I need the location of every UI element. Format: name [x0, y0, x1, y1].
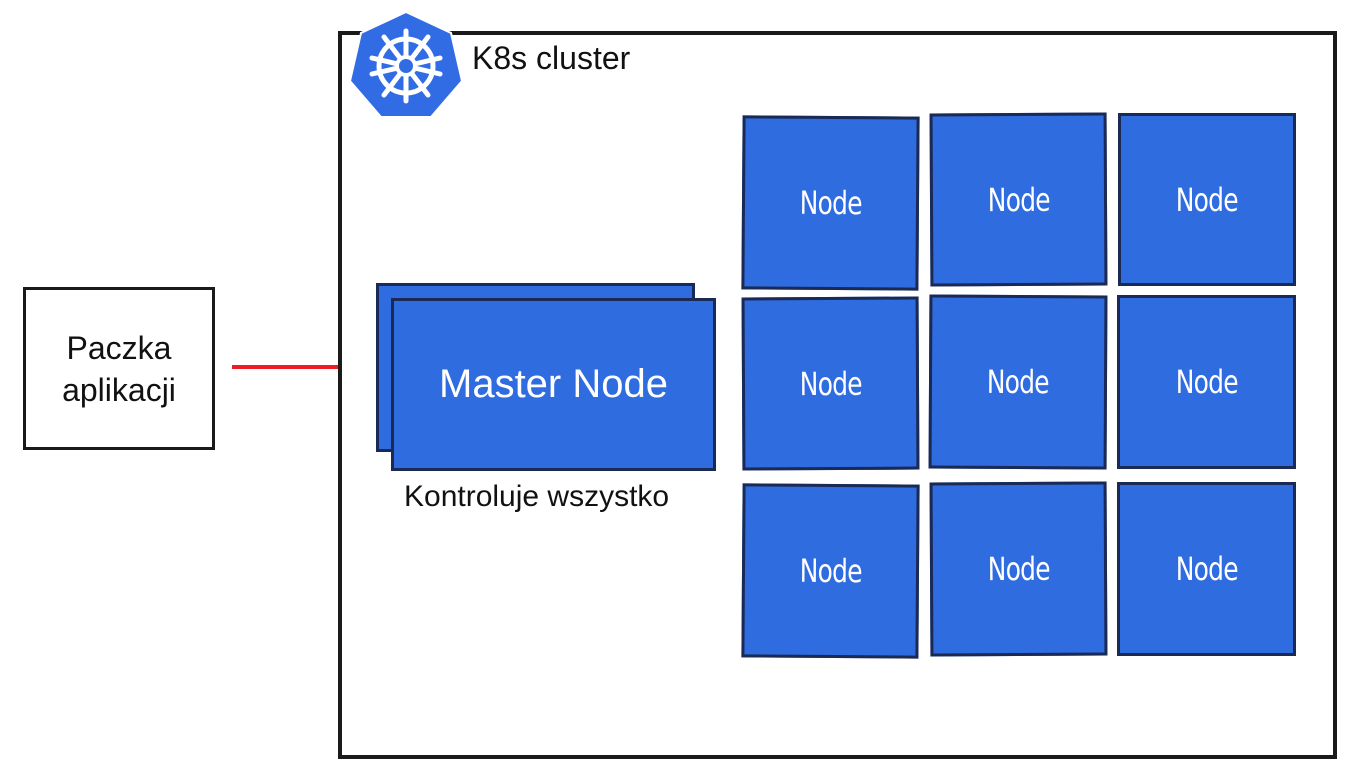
master-node: Master Node [391, 298, 716, 471]
worker-node-label: Node [799, 183, 862, 223]
worker-node-label: Node [1175, 180, 1239, 219]
worker-node-label: Node [799, 364, 862, 403]
worker-node-label: Node [1175, 363, 1238, 401]
worker-node: Node [928, 294, 1108, 470]
worker-node-label: Node [987, 180, 1050, 219]
package-label-line-1: Paczka [66, 329, 172, 366]
application-package-box: Paczka aplikacji [23, 287, 215, 450]
worker-node: Node [1118, 113, 1296, 286]
cluster-title: K8s cluster [472, 40, 631, 76]
worker-node: Node [741, 115, 920, 291]
worker-node-label: Node [1175, 550, 1238, 588]
worker-node-grid: Node Node Node Node Node Node Node Node … [741, 112, 1298, 660]
worker-node-label: Node [987, 549, 1050, 589]
worker-node-label: Node [799, 551, 862, 591]
kubernetes-helm-icon [348, 10, 464, 118]
master-node-label: Master Node [439, 362, 668, 406]
worker-node: Node [1117, 482, 1296, 656]
master-caption: Kontroluje wszystko [404, 480, 670, 513]
worker-node: Node [929, 112, 1108, 287]
package-label-line-2: aplikacji [62, 371, 176, 408]
worker-node: Node [929, 481, 1108, 657]
worker-node: Node [1117, 295, 1296, 469]
worker-node-label: Node [986, 362, 1050, 402]
worker-node: Node [741, 483, 920, 659]
worker-node: Node [741, 296, 920, 471]
